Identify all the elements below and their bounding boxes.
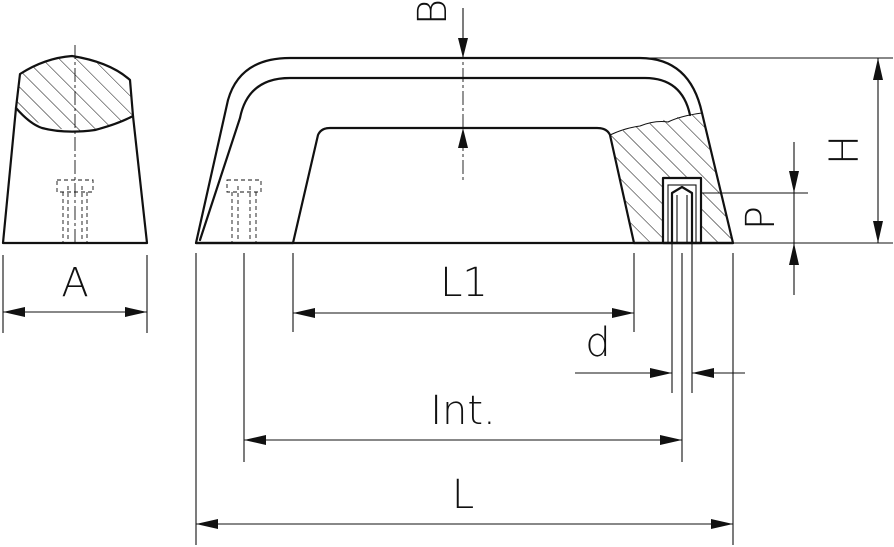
dimension-int: Int. — [243, 253, 683, 462]
front-view-hidden-thread — [226, 179, 262, 243]
dimension-p-label: P — [738, 206, 784, 230]
dimension-h: H — [640, 57, 893, 244]
dimension-l1-label: L1 — [440, 260, 488, 306]
dimension-b: B — [410, 0, 468, 148]
dimension-b-label: B — [410, 0, 456, 25]
dimension-a: A — [2, 255, 148, 333]
side-view-hidden-thread — [56, 179, 94, 243]
dimension-d-label: d — [585, 320, 610, 366]
front-view-break-line — [609, 112, 703, 136]
dimension-int-label: Int. — [430, 388, 496, 434]
dimension-l-label: L — [452, 472, 474, 518]
side-view-section-line — [14, 106, 135, 133]
dimension-l1: L1 — [292, 253, 635, 332]
dimension-h-label: H — [822, 135, 868, 165]
side-view-section-hatch — [16, 56, 133, 131]
threaded-insert — [661, 176, 703, 245]
side-view-outline — [1, 54, 149, 245]
dimension-a-label: A — [61, 260, 88, 306]
side-view — [1, 45, 149, 245]
dimension-p: P — [701, 142, 808, 295]
front-view-inner-opening — [291, 126, 636, 245]
front-view-rim-line — [198, 76, 692, 242]
dimension-l: L — [195, 253, 734, 545]
dimension-d: d — [575, 243, 745, 393]
